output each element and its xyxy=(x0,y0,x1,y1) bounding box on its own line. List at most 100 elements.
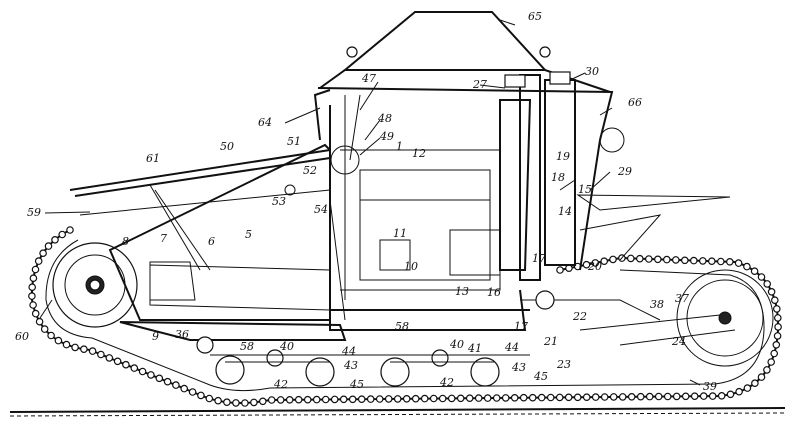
track-link xyxy=(402,394,411,403)
track-link xyxy=(750,267,759,276)
hull xyxy=(108,74,731,341)
track-link xyxy=(644,255,653,263)
track-link xyxy=(393,395,402,403)
callout-8: 8 xyxy=(122,235,129,248)
track-link xyxy=(285,395,294,404)
track-link xyxy=(564,393,573,402)
turret xyxy=(319,11,625,153)
track-link xyxy=(66,226,74,234)
callout-24: 24 xyxy=(671,335,686,348)
callout-44a: 44 xyxy=(341,345,356,358)
track-link xyxy=(250,398,258,407)
track-link xyxy=(767,358,776,366)
track-link xyxy=(223,398,231,407)
callout-17b: 17 xyxy=(514,320,528,333)
track-link xyxy=(40,325,49,333)
callout-51: 51 xyxy=(287,135,301,148)
callout-23: 23 xyxy=(556,358,571,371)
track-link xyxy=(708,392,717,400)
track-link xyxy=(474,394,483,402)
track-link xyxy=(429,394,438,403)
track-link xyxy=(357,395,366,404)
track-link xyxy=(483,394,492,402)
callout-9: 9 xyxy=(152,330,159,343)
callout-42a: 42 xyxy=(273,378,288,391)
callout-61: 61 xyxy=(146,152,160,165)
track-link xyxy=(591,393,600,401)
track-link xyxy=(600,393,609,401)
callout-12: 12 xyxy=(412,147,426,160)
callout-21: 21 xyxy=(543,335,558,348)
track-link xyxy=(35,317,44,326)
callout-42b: 42 xyxy=(439,376,454,389)
callout-53: 53 xyxy=(272,195,286,208)
track-link xyxy=(582,393,591,402)
track-link xyxy=(671,256,680,264)
callout-40a: 40 xyxy=(279,340,294,353)
track-link xyxy=(155,374,164,383)
track-link xyxy=(122,360,130,369)
track-link xyxy=(58,230,67,239)
track-link xyxy=(609,255,617,264)
track-link xyxy=(276,396,285,404)
track-link xyxy=(680,256,689,265)
track-link xyxy=(51,236,59,244)
track-link xyxy=(303,395,312,404)
track-link xyxy=(258,397,267,406)
track-link xyxy=(188,388,197,396)
track-link xyxy=(772,305,781,313)
track-link xyxy=(635,254,644,263)
callout-58a: 58 xyxy=(240,340,254,353)
callout-6: 6 xyxy=(208,235,215,248)
track-link xyxy=(627,392,636,401)
callout-49: 49 xyxy=(379,130,394,143)
track-link xyxy=(609,393,618,401)
callout-43b: 43 xyxy=(511,361,526,374)
track-link xyxy=(312,395,321,404)
track-link xyxy=(447,394,456,403)
callout-47: 47 xyxy=(361,72,376,85)
track-link xyxy=(330,395,339,404)
callout-27: 27 xyxy=(472,78,487,91)
track-link xyxy=(734,259,743,267)
track-link xyxy=(130,364,139,372)
track-link xyxy=(743,384,752,392)
track-link xyxy=(113,357,122,366)
track-link xyxy=(726,390,735,399)
callout-labels: 1 5 6 7 8 9 10 11 12 13 14 15 16 17 17 1… xyxy=(15,10,717,393)
track-link xyxy=(556,266,564,274)
track-link xyxy=(241,399,249,407)
callout-22: 22 xyxy=(572,310,587,323)
track-link xyxy=(29,301,37,309)
track-link xyxy=(773,332,782,340)
callout-20: 20 xyxy=(587,260,602,273)
track-link xyxy=(47,331,55,340)
callout-39: 39 xyxy=(703,380,717,393)
track-link xyxy=(774,323,782,331)
track-link xyxy=(232,399,240,407)
callout-1: 1 xyxy=(396,140,403,153)
track-link xyxy=(348,395,357,404)
track-link xyxy=(31,265,40,274)
track-link xyxy=(492,394,501,402)
track-link xyxy=(54,336,63,345)
callout-11: 11 xyxy=(393,227,407,240)
callout-48: 48 xyxy=(377,112,392,125)
track-link xyxy=(197,391,205,400)
track-link xyxy=(34,257,43,265)
track-link xyxy=(653,255,662,264)
track-link xyxy=(456,394,465,403)
track-link xyxy=(773,314,782,322)
callout-43a: 43 xyxy=(343,359,358,372)
track-link xyxy=(321,395,330,404)
callout-10: 10 xyxy=(404,260,418,273)
callout-15: 15 xyxy=(578,183,592,196)
track-link xyxy=(636,392,645,401)
track-link xyxy=(770,296,779,305)
track-link xyxy=(751,379,759,388)
track-link xyxy=(29,274,38,283)
track-link xyxy=(501,394,510,402)
track-link xyxy=(763,280,772,288)
track-link xyxy=(180,384,189,393)
track-link xyxy=(44,242,53,250)
